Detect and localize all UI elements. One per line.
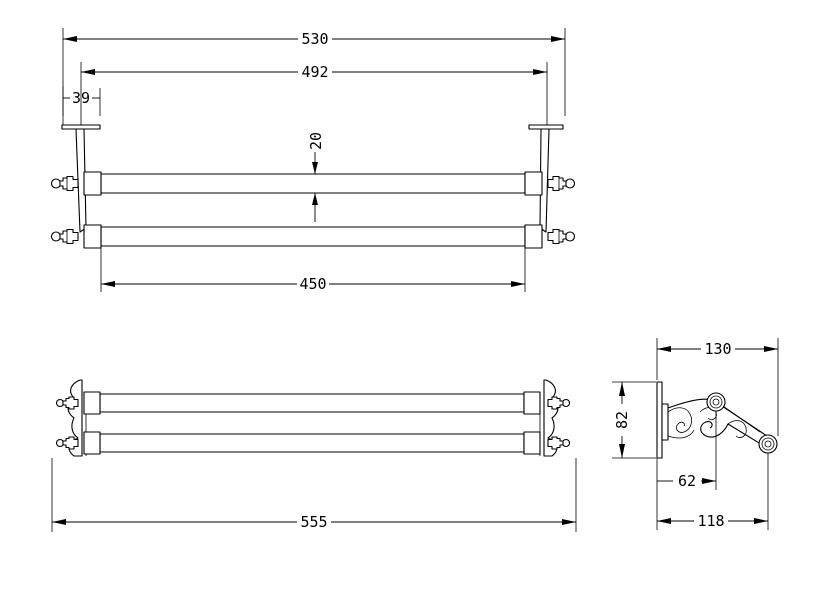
end-cap: [523, 391, 541, 415]
dimension-label-555: 555: [300, 513, 327, 531]
end-cap: [524, 224, 543, 249]
finial: [50, 228, 79, 245]
dimension-20: 20: [307, 132, 325, 222]
dimension-555: 555: [52, 513, 576, 531]
end-cap: [523, 431, 541, 455]
dimension-label-20: 20: [307, 132, 325, 150]
finial: [547, 175, 576, 192]
dimension-492: 492: [81, 63, 547, 81]
dimension-label-39: 39: [72, 89, 90, 107]
wall-plate-right: [528, 124, 564, 130]
dimension-label-130: 130: [704, 340, 731, 358]
dimension-130: 130: [657, 340, 778, 358]
dimension-label-530: 530: [301, 30, 328, 48]
finial: [547, 228, 576, 245]
dimension-39: 39: [63, 89, 100, 107]
dimension-530: 530: [63, 30, 565, 48]
dimension-label-492: 492: [301, 63, 328, 81]
wall-plate-left: [61, 124, 101, 130]
side-bar-ring-second: [758, 434, 778, 454]
dimension-label-450: 450: [299, 275, 326, 293]
front-view: 555: [51, 379, 577, 532]
side-bar-ring-first: [706, 392, 726, 412]
front-bar-upper: [99, 393, 525, 413]
finial: [50, 175, 79, 192]
towel-bar-lower: [100, 226, 526, 247]
end-cap: [83, 431, 101, 455]
end-cap: [83, 171, 102, 196]
end-cap: [83, 391, 101, 415]
dimension-118: 118: [657, 512, 768, 530]
front-bar-lower: [99, 433, 525, 453]
dimension-450: 450: [101, 275, 525, 293]
towel-bar-upper: [100, 173, 526, 194]
side-wall-plate: [656, 381, 663, 459]
end-cap: [83, 224, 102, 249]
top-view: 530 492 39: [50, 28, 576, 293]
dimension-label-82: 82: [613, 411, 631, 429]
side-view: 130 82 62 118: [612, 338, 779, 530]
side-mount-block: [661, 403, 669, 441]
end-cap: [524, 171, 543, 196]
dimension-82: 82: [613, 382, 631, 458]
dimension-label-118: 118: [697, 512, 724, 530]
dimension-label-62: 62: [678, 472, 696, 490]
dimension-62: 62: [657, 472, 716, 490]
